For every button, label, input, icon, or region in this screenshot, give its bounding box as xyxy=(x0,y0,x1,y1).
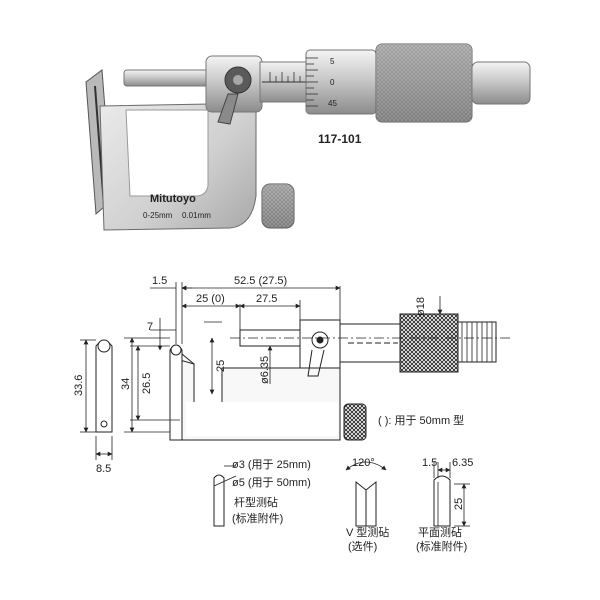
v-anvil-angle: 120° xyxy=(352,457,375,469)
flat-anvil-name: 平面测砧 xyxy=(418,525,462,539)
dim-dia-18: ø18 xyxy=(415,297,427,316)
range-label: 0-25mm xyxy=(143,211,173,220)
micrometer-photo: 5 0 45 Mitutoyo 0-25mm 0.01mm xyxy=(85,43,531,231)
pin-anvil-name: 杆型测砧 xyxy=(234,495,278,509)
dim-dia-6-35: ø6.35 xyxy=(259,356,271,384)
thimble-mark-0: 0 xyxy=(330,78,335,87)
dim-1-5: 1.5 xyxy=(152,275,167,287)
v-anvil xyxy=(345,461,387,527)
dim-8-5: 8.5 xyxy=(96,463,111,475)
flat-anvil-dim-6-35: 6.35 xyxy=(452,457,473,469)
dim-34: 34 xyxy=(120,378,132,390)
dim-33-6: 33.6 xyxy=(73,375,85,396)
ratchet xyxy=(471,61,531,105)
dim-25-0: 25 (0) xyxy=(196,293,225,305)
pin-anvil-dia-25: ø3 (用于 25mm) xyxy=(232,459,311,471)
dim-27-5: 27.5 xyxy=(256,293,277,305)
pin-anvil-sub: (标准附件) xyxy=(232,511,283,525)
thimble-mark-5: 5 xyxy=(330,57,335,66)
technical-drawing xyxy=(80,282,512,460)
dim-26-5: 26.5 xyxy=(141,373,153,394)
note-50mm-type: ( ): 用于 50mm 型 xyxy=(378,413,464,427)
v-anvil-sub: (选件) xyxy=(348,540,377,553)
flat-anvil xyxy=(433,462,470,527)
v-anvil-name: V 型测砧 xyxy=(346,525,389,539)
dim-25-throat: 25 xyxy=(215,360,227,372)
dim-52-5: 52.5 (27.5) xyxy=(234,275,287,287)
resolution-label: 0.01mm xyxy=(182,211,211,220)
pin-anvil-dia-50: ø5 (用于 50mm) xyxy=(232,477,311,489)
thimble-mark-45: 45 xyxy=(328,99,337,108)
anvil-side-view xyxy=(95,339,113,433)
pin-anvil xyxy=(213,465,237,527)
model-number: 117-101 xyxy=(318,132,362,146)
flat-anvil-dim-1-5: 1.5 xyxy=(422,457,437,469)
brand-label: Mitutoyo xyxy=(150,193,196,205)
flat-anvil-sub: (标准附件) xyxy=(416,539,467,553)
flat-anvil-dim-25: 25 xyxy=(453,498,465,510)
knurl-drawing xyxy=(399,313,459,373)
spindle xyxy=(123,69,217,87)
dim-7: 7 xyxy=(147,321,153,333)
